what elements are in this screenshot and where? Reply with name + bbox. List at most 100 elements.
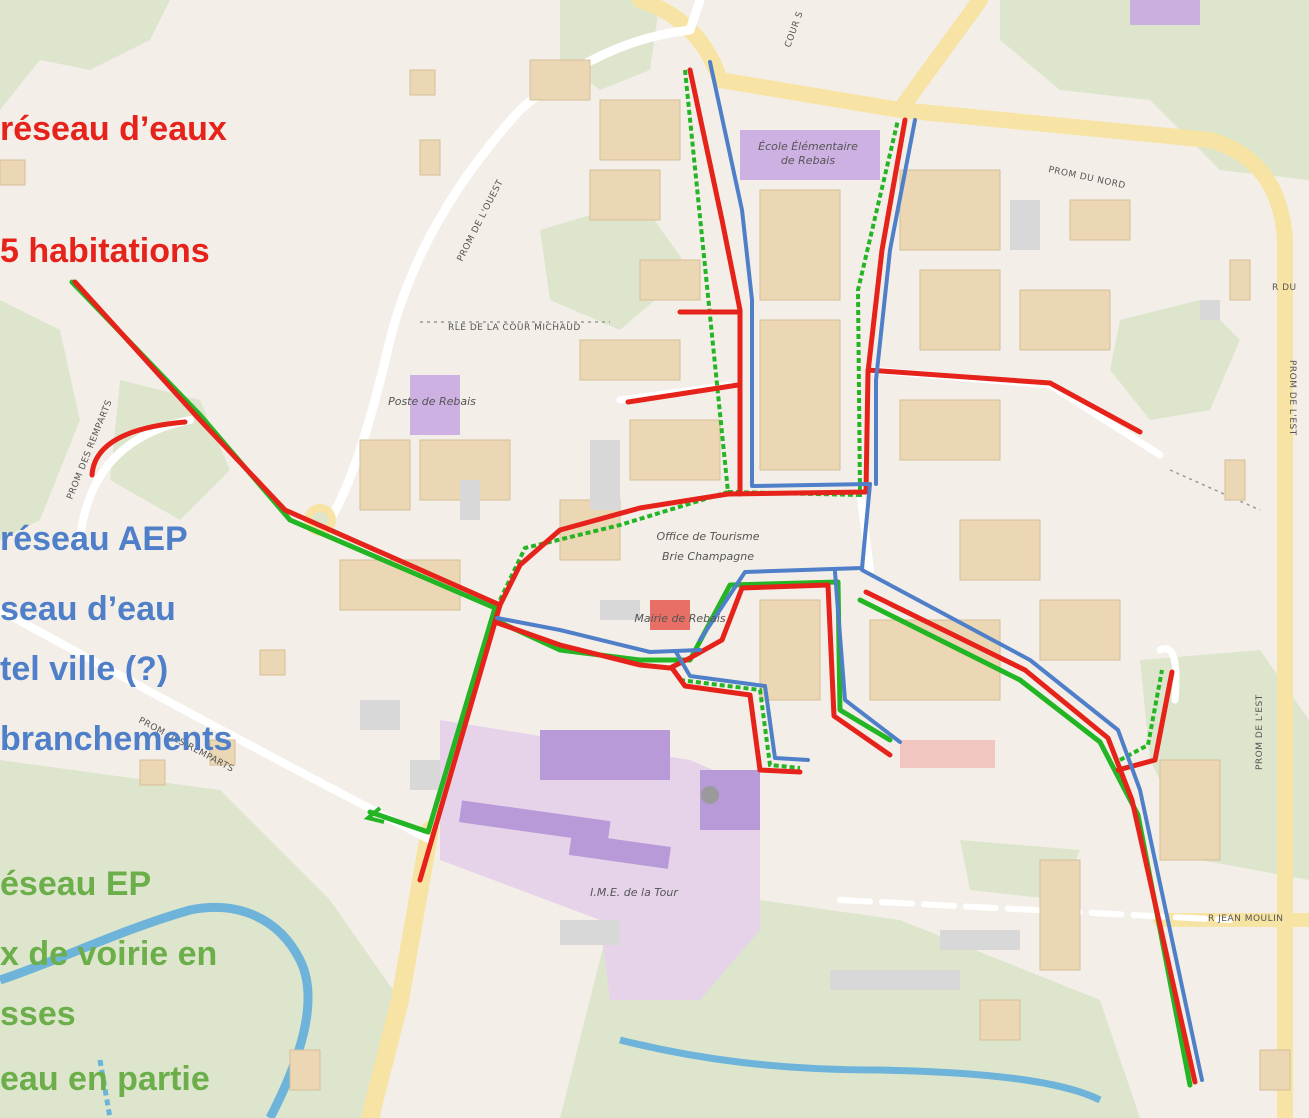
- ime-building: [459, 800, 611, 844]
- tourism-office-label: Brie Champagne: [662, 550, 754, 563]
- wastewater-line: [669, 665, 803, 775]
- ime-buildings: [459, 730, 760, 869]
- utility-building: [830, 970, 960, 990]
- planned-line: [683, 69, 730, 493]
- planned-line: [1119, 669, 1164, 762]
- building: [419, 139, 441, 176]
- building: [0, 159, 26, 186]
- building: [259, 649, 286, 676]
- main-road: [361, 821, 439, 1118]
- annotation-text: réseau d’eaux: [0, 110, 227, 148]
- annotation-text: sses: [0, 995, 76, 1033]
- wastewater-line: [417, 602, 503, 883]
- building: [759, 189, 841, 301]
- stormwater-arrow: [363, 806, 385, 824]
- building: [289, 1049, 321, 1091]
- utility-buildings: [360, 200, 1220, 990]
- wastewater-line: [625, 382, 741, 405]
- building: [579, 339, 681, 381]
- building: [1039, 859, 1081, 971]
- building: [1259, 1049, 1291, 1091]
- building: [1069, 199, 1131, 241]
- planned-line: [679, 678, 801, 770]
- road: [0, 606, 434, 844]
- utility-building: [410, 760, 440, 790]
- building: [599, 99, 681, 161]
- annotation-text: eau en partie: [0, 1060, 210, 1098]
- wastewater-line: [72, 279, 503, 608]
- building: [1039, 599, 1121, 661]
- ime-building: [568, 833, 671, 869]
- aep-line: [860, 568, 1204, 1082]
- wastewater-line: [687, 67, 743, 497]
- building: [759, 319, 841, 471]
- annotation-text: éseau EP: [0, 865, 151, 903]
- planned-line: [498, 490, 729, 601]
- annotation-text: réseau AEP: [0, 520, 188, 558]
- utility-building: [1010, 200, 1040, 250]
- buildings-layer: [0, 59, 1291, 1091]
- aep-line: [674, 650, 810, 762]
- wastewater-line: [497, 489, 868, 608]
- annotation-text: seau d’eau: [0, 590, 176, 628]
- street-label: PROM DE L'EST: [1287, 360, 1297, 436]
- aep-line: [708, 60, 872, 488]
- vegetation-area: [0, 300, 80, 540]
- vegetation-area: [0, 0, 170, 110]
- building: [1229, 259, 1251, 301]
- town-hall-building: [650, 600, 690, 630]
- utility-building: [460, 480, 480, 520]
- main-roads: [361, 0, 1309, 1118]
- building: [359, 439, 411, 511]
- ime-label: I.M.E. de la Tour: [590, 886, 679, 899]
- road: [837, 897, 1233, 923]
- street-label: PROM DE L'EST: [1255, 694, 1265, 770]
- annotation-text: 5 habitations: [0, 232, 210, 270]
- building: [759, 599, 821, 701]
- building: [1224, 459, 1246, 501]
- wastewater-line: [89, 419, 188, 478]
- annotation-text: tel ville (?): [0, 650, 168, 688]
- aep-line: [833, 570, 902, 744]
- building: [589, 169, 661, 221]
- building: [919, 269, 1001, 351]
- utility-building: [600, 600, 640, 620]
- building: [1019, 289, 1111, 351]
- building: [139, 759, 166, 786]
- building: [959, 519, 1041, 581]
- street-label: RLE DE LA COUR MICHAUD: [448, 323, 581, 333]
- road: [1156, 645, 1180, 704]
- river: [619, 1036, 1102, 1104]
- street-label: R DU: [1272, 283, 1297, 293]
- school-label: École Élémentaire: [758, 140, 858, 153]
- stormwater-line: [367, 605, 498, 835]
- utility-building: [940, 930, 1020, 950]
- vegetation-area: [1000, 0, 1309, 180]
- wastewater-line: [863, 117, 908, 495]
- building: [1159, 759, 1221, 861]
- wastewater-line: [492, 582, 893, 758]
- utility-building: [360, 700, 400, 730]
- wastewater-line: [863, 589, 1198, 1085]
- main-road: [892, 0, 988, 118]
- street-label: R JEAN MOULIN: [1208, 914, 1284, 924]
- school-building: [740, 130, 880, 180]
- tower-marker: [701, 786, 719, 804]
- utility-building: [560, 920, 620, 945]
- post-office-label: Poste de Rebais: [388, 395, 476, 408]
- road: [685, 0, 705, 35]
- footpath: [1169, 469, 1261, 511]
- vegetation-area: [1110, 300, 1240, 420]
- building: [209, 739, 236, 766]
- utility-building: [590, 440, 620, 510]
- building: [629, 419, 721, 481]
- river: [0, 902, 313, 1118]
- building: [899, 399, 1001, 461]
- ime-campus: [440, 720, 760, 1000]
- public-building: [1130, 0, 1200, 25]
- aep-line: [874, 118, 917, 486]
- wastewater-network: [72, 67, 1198, 1085]
- building: [639, 259, 701, 301]
